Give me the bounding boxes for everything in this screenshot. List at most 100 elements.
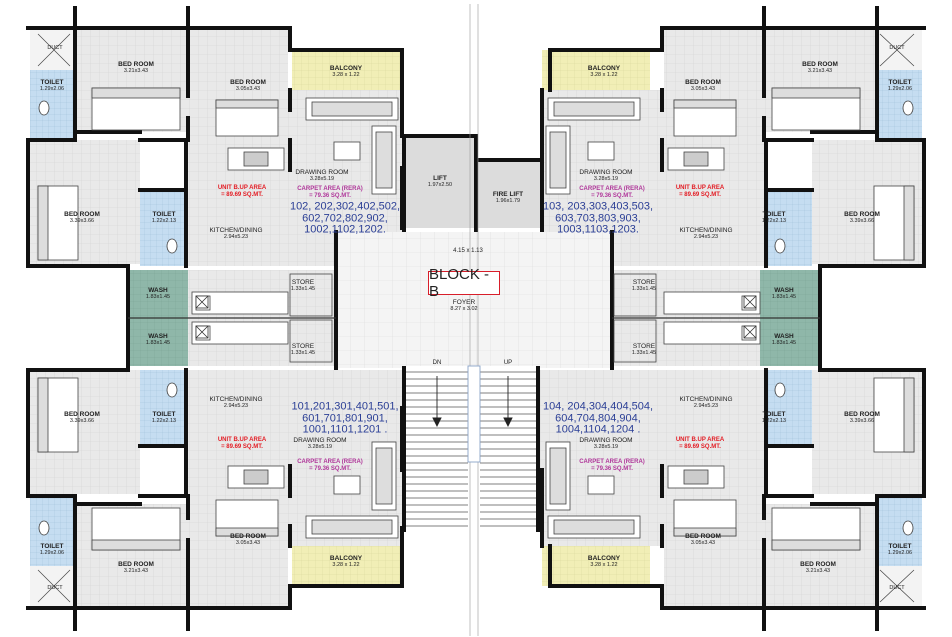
room-name: BED ROOM <box>118 561 154 569</box>
room-name: WASH <box>148 287 168 295</box>
lift-label: LIFT 1.97x2.50 <box>428 175 452 189</box>
unit-line: 104, 204,304,404,504, <box>542 400 654 413</box>
room-dim: 1.33x1.45 <box>631 350 657 357</box>
room-name: DRAWING ROOM <box>293 437 347 445</box>
room-name: BED ROOM <box>685 79 721 87</box>
room-dim: 1.29x2.06 <box>887 86 913 93</box>
room-dim: 3.28x5.19 <box>593 444 619 451</box>
room-name: BED ROOM <box>230 533 266 541</box>
room-dim: 3.39x3.66 <box>69 418 95 425</box>
room-name: DRAWING ROOM <box>295 169 349 177</box>
fire-lift-dim: 1.96x1.79 <box>495 198 521 205</box>
room-name: TOILET <box>40 543 64 551</box>
room-name: BED ROOM <box>844 211 880 219</box>
duct-label: DUCT <box>889 585 904 591</box>
furniture <box>37 87 915 551</box>
room-dim: 2.94x5.23 <box>693 234 719 241</box>
room-name: TOILET <box>762 211 786 219</box>
bup-title: UNIT B.UP AREA <box>217 436 267 443</box>
room-dim: 1.33x1.45 <box>290 286 316 293</box>
room-dim: 2.94x5.23 <box>223 234 249 241</box>
partitions <box>128 4 820 636</box>
bup-value: = 89.69 SQ.MT. <box>679 192 721 198</box>
room-dim: 1.83x1.45 <box>771 340 797 347</box>
unit-line: 602,702,802,902, <box>302 212 388 225</box>
room-dim: 1.22x2.13 <box>761 218 787 225</box>
room-name: TOILET <box>888 543 912 551</box>
unit-line: 1002,1102,1202. <box>304 223 386 236</box>
room-name: STORE <box>632 343 656 351</box>
room-name: BED ROOM <box>118 61 154 69</box>
carpet-area: CARPET AREA (RERA)= 79.36 SQ.MT. <box>579 459 645 473</box>
bup-value: = 89.69 SQ.MT. <box>679 444 721 450</box>
room-name: BALCONY <box>329 65 363 73</box>
foyer-label: FOYER 8.27 x 3.02 <box>450 299 477 313</box>
lift-name: LIFT <box>433 175 447 183</box>
stair-up-label: UP <box>503 360 513 366</box>
room-dim: 3.39x3.66 <box>849 418 875 425</box>
bup-area: UNIT B.UP AREA= 89.69 SQ.MT. <box>676 437 724 451</box>
room-name: KITCHEN/DINING <box>209 227 263 235</box>
room-dim: 1.22x2.13 <box>151 218 177 225</box>
carpet-area: CARPET AREA (RERA)= 79.36 SQ.MT. <box>297 186 363 200</box>
room-dim: 3.28x5.19 <box>593 176 619 183</box>
unit-line: 604,704,804,904, <box>555 412 641 425</box>
room-dim: 3.28x5.19 <box>307 444 333 451</box>
room-dim: 1.29x2.06 <box>39 86 65 93</box>
room-dim: 1.22x2.13 <box>761 418 787 425</box>
foyer-name: FOYER <box>452 299 476 307</box>
room-dim: 3.28 x 1.22 <box>332 562 360 569</box>
duct-label: DUCT <box>47 45 62 51</box>
room-name: BED ROOM <box>685 533 721 541</box>
room-dim: 3.28x5.19 <box>309 176 335 183</box>
carpet-title: CARPET AREA (RERA) <box>297 458 363 465</box>
unit-numbers-top-left: 102, 202,302,402,502,602,702,802,902,100… <box>290 201 400 237</box>
room-dim: 3.28 x 1.22 <box>590 72 618 79</box>
room-name: WASH <box>774 287 794 295</box>
wash-machines <box>195 295 757 339</box>
room-name: BED ROOM <box>844 411 880 419</box>
room-dim: 1.83x1.45 <box>771 294 797 301</box>
unit-numbers-bottom-left: 101,201,301,401,501,601,701,801,901,1001… <box>291 401 398 437</box>
room-dim: 2.94x5.23 <box>223 403 249 410</box>
carpet-title: CARPET AREA (RERA) <box>579 458 645 465</box>
room-name: WASH <box>774 333 794 341</box>
walls <box>26 6 926 631</box>
room-name: DUCT <box>889 44 905 51</box>
room-name: WASH <box>148 333 168 341</box>
room-name: BED ROOM <box>802 61 838 69</box>
unit-line: 1001,1101,1201 . <box>302 423 388 436</box>
room-dim: 1.22x2.13 <box>151 418 177 425</box>
carpet-area: CARPET AREA (RERA)= 79.36 SQ.MT. <box>579 186 645 200</box>
room-name: KITCHEN/DINING <box>209 396 263 404</box>
room-dim: 1.33x1.45 <box>631 286 657 293</box>
room-name: BED ROOM <box>64 211 100 219</box>
lift-dim: 1.97x2.50 <box>427 182 453 189</box>
bup-title: UNIT B.UP AREA <box>675 184 725 191</box>
bup-value: = 89.69 SQ.MT. <box>221 444 263 450</box>
block-title: BLOCK - B <box>428 266 500 300</box>
room-name: BED ROOM <box>800 561 836 569</box>
unit-numbers-top-right: 103, 203,303,403,503,603,703,803,903,100… <box>543 201 653 237</box>
